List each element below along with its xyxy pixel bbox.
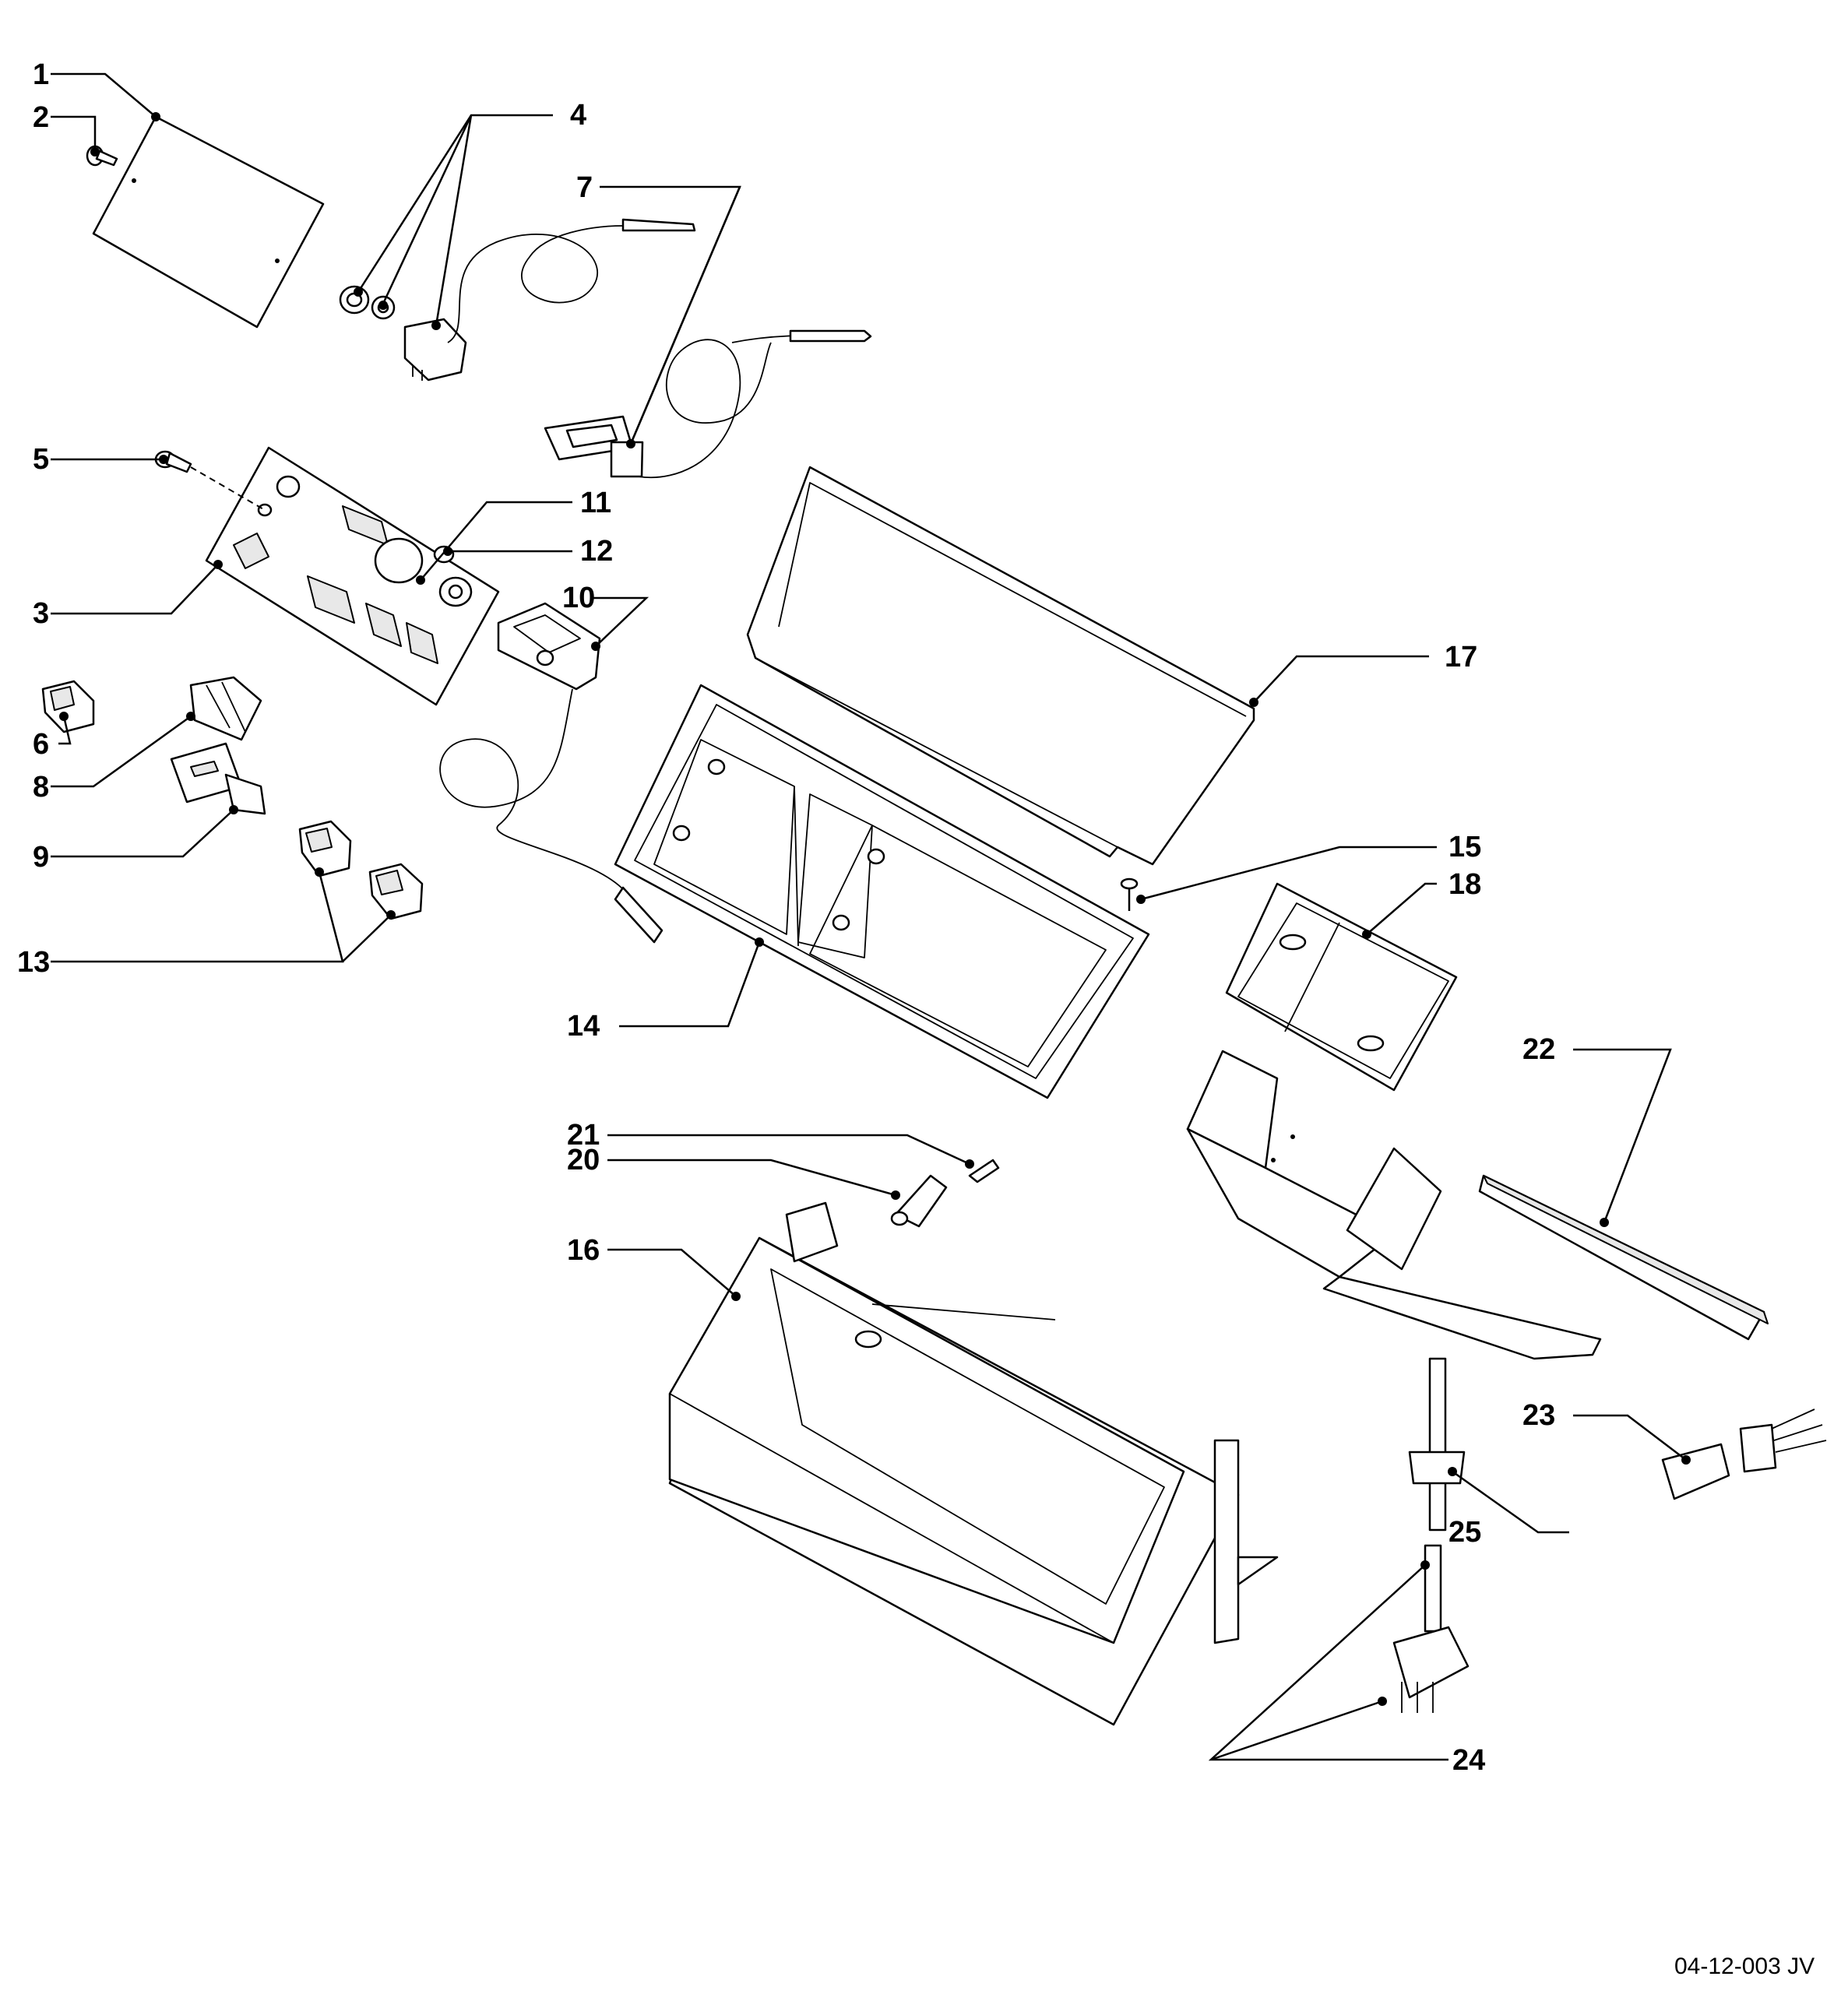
label-21: 21 [567, 1119, 600, 1152]
part-7-display-unit [544, 329, 872, 479]
part-4-thermostat [339, 218, 696, 382]
part-9-counter [170, 742, 266, 815]
label-7: 7 [576, 171, 593, 204]
label-1: 1 [33, 58, 49, 91]
part-20-connector [890, 1174, 948, 1228]
label-24: 24 [1452, 1744, 1485, 1777]
label-2: 2 [33, 101, 49, 134]
label-3: 3 [33, 597, 49, 630]
label-17: 17 [1445, 641, 1477, 673]
label-6: 6 [33, 728, 49, 761]
part-13-switches [298, 820, 424, 920]
label-8: 8 [33, 771, 49, 804]
label-13: 13 [17, 946, 50, 979]
part-22-terminal-strip [1478, 1174, 1769, 1341]
callout-labels: 1 2 3 4 5 6 7 8 9 10 11 12 13 14 15 16 1… [17, 58, 1815, 1979]
part-3-control-panel [205, 446, 500, 706]
label-14: 14 [567, 1010, 600, 1043]
label-25: 25 [1448, 1516, 1481, 1549]
leader-lines [51, 72, 1691, 1761]
label-20: 20 [567, 1144, 600, 1176]
label-12: 12 [580, 535, 613, 568]
part-16-housing [668, 1201, 1279, 1726]
part-24-junction-box [1392, 1544, 1470, 1713]
part-1-cover-plate [92, 115, 325, 329]
part-23-connector [1661, 1408, 1827, 1500]
label-9: 9 [33, 841, 49, 874]
label-5: 5 [33, 443, 49, 476]
part-5-indicator [154, 450, 266, 511]
part-21-pin [968, 1159, 1000, 1183]
label-18: 18 [1448, 868, 1481, 901]
label-15: 15 [1448, 831, 1481, 863]
part-11-knob [374, 537, 424, 584]
label-11: 11 [580, 487, 611, 519]
label-16: 16 [567, 1234, 600, 1267]
part-17-hood [746, 466, 1255, 866]
part-14-frame [614, 684, 1150, 1099]
label-10: 10 [562, 582, 595, 614]
part-25-gland [1408, 1357, 1466, 1532]
label-22: 22 [1522, 1033, 1555, 1066]
part-8-block [189, 676, 262, 741]
label-4: 4 [570, 99, 586, 132]
drawing-reference: 04-12-003 JV [1674, 1954, 1815, 1979]
part-bracket [1186, 1050, 1602, 1360]
part-6-switch [41, 680, 95, 733]
part-18-module [1225, 882, 1458, 1092]
part-10-thermostat [439, 602, 664, 944]
part-15-screw [1120, 877, 1139, 911]
label-23: 23 [1522, 1399, 1555, 1432]
